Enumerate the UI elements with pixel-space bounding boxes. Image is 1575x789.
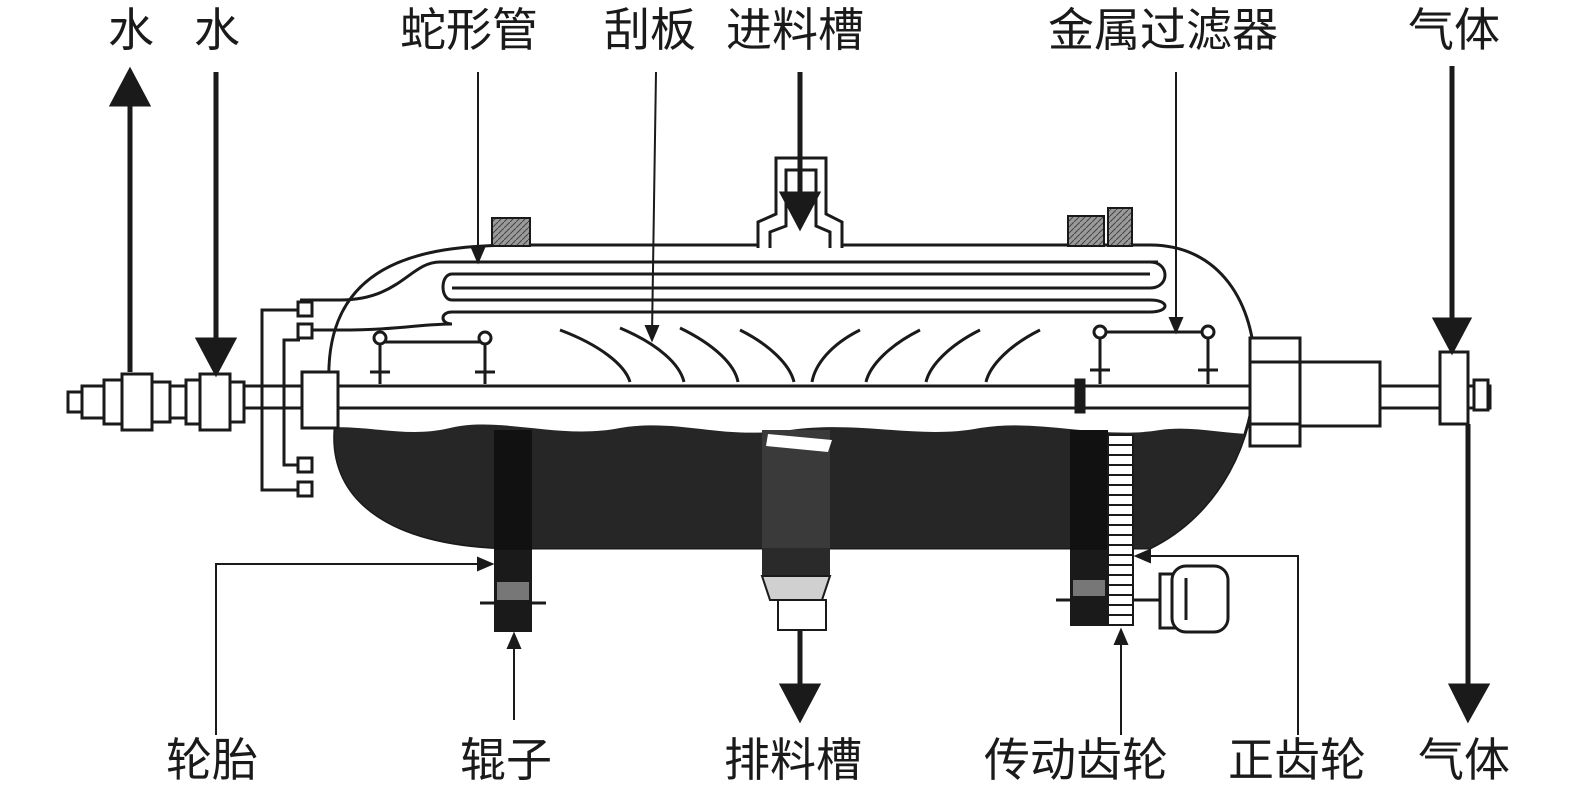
filters-left [370, 330, 495, 384]
label-feed-trough: 进料槽 [726, 3, 864, 57]
label-tire: 轮胎 [166, 733, 258, 787]
label-water-out: 水 [108, 3, 154, 57]
left-roller [480, 550, 546, 632]
discharge-outlet [760, 430, 832, 631]
central-shaft [238, 378, 1492, 414]
rotary-joint [66, 372, 246, 432]
right-bearing [1248, 336, 1382, 448]
filters-right [1090, 324, 1218, 384]
serpentine-coil [300, 260, 1167, 332]
label-gas-out: 气体 [1418, 733, 1510, 787]
label-discharge-trough: 排料槽 [724, 733, 862, 787]
seal-block-left [491, 217, 531, 247]
label-metal-filter: 金属过滤器 [1048, 3, 1278, 57]
tire-ring-left [494, 430, 532, 550]
seal-block-right [1067, 215, 1105, 247]
flow-arrows [108, 66, 1491, 724]
label-gas-in: 气体 [1408, 3, 1500, 57]
label-roller: 辊子 [460, 733, 552, 787]
leader-lines [215, 71, 1299, 735]
left-manifold [260, 300, 314, 498]
label-spur-gear: 正齿轮 [1228, 733, 1366, 787]
right-roller [1056, 550, 1108, 626]
motor [1133, 564, 1230, 634]
label-serpentine-coil: 蛇形管 [400, 3, 538, 57]
left-hub [300, 370, 340, 430]
seal-block-right-2 [1107, 207, 1133, 247]
label-water-in: 水 [194, 3, 240, 57]
label-scraper: 刮板 [604, 3, 696, 57]
labels: 水 水 蛇形管 刮板 进料槽 金属过滤器 气体 轮胎 辊子 排料槽 传动齿轮 正… [108, 3, 1510, 787]
label-drive-gear: 传动齿轮 [984, 733, 1168, 787]
gas-tee [1438, 350, 1490, 426]
drive-gear-teeth [1107, 434, 1134, 626]
tire-ring-right [1070, 430, 1108, 550]
scraper-blades [559, 326, 1041, 383]
